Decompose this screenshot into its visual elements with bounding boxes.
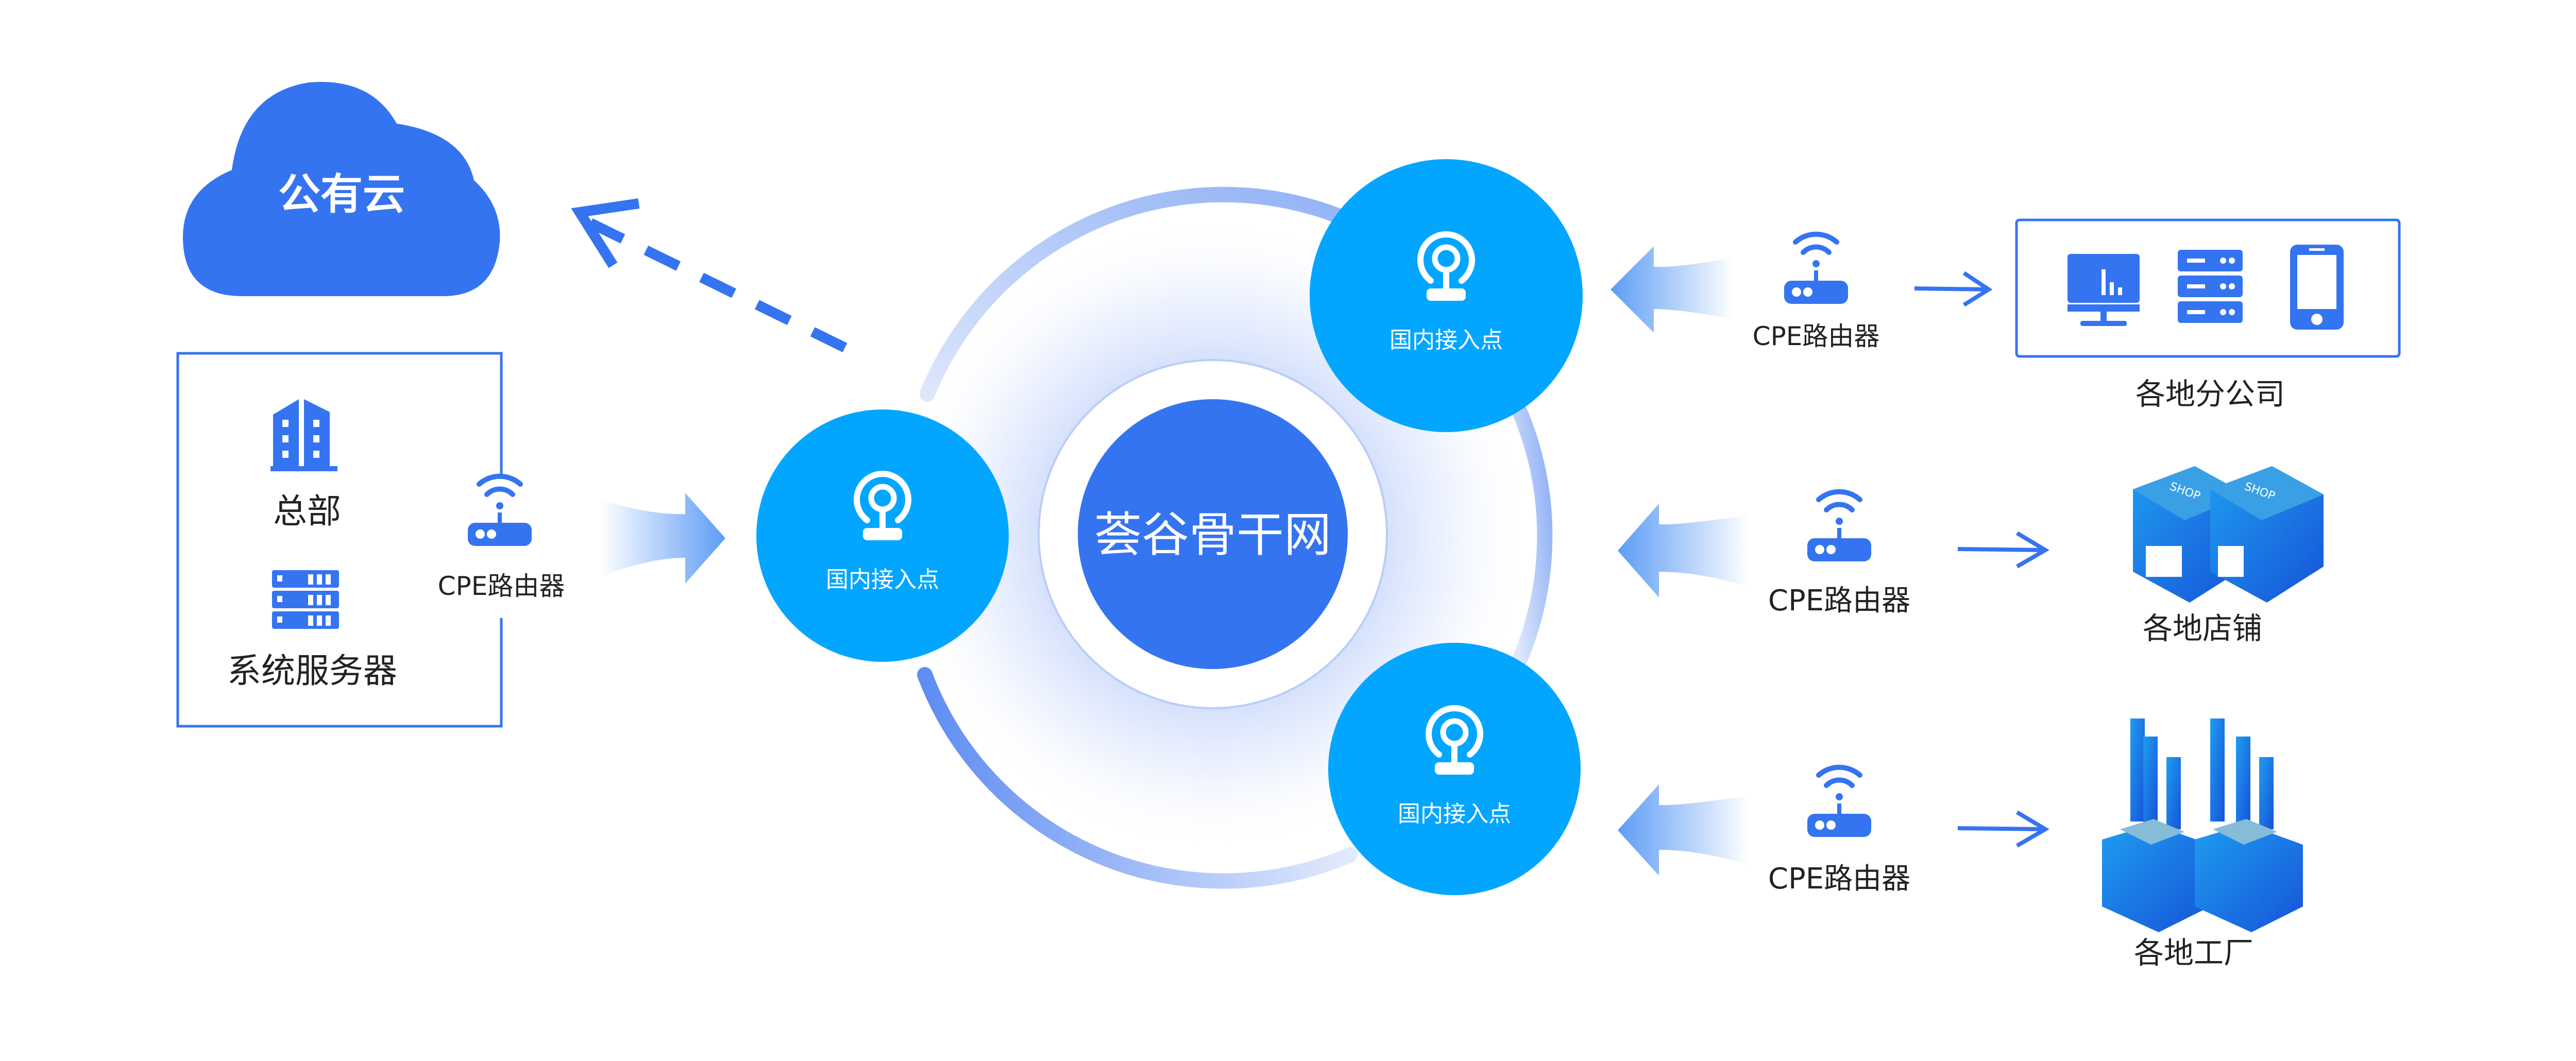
arrow-left-icon bbox=[1611, 246, 1734, 333]
router-icon bbox=[1807, 492, 1871, 561]
arrow-left-icon bbox=[1618, 504, 1749, 597]
arrow-left-icon bbox=[1618, 784, 1749, 876]
router-label: CPE路由器 bbox=[1768, 862, 1910, 896]
monitor-icon bbox=[2067, 254, 2140, 326]
router-icon bbox=[1807, 767, 1871, 837]
devices-box bbox=[2015, 218, 2401, 358]
dashed-arrow-to-cloud bbox=[571, 198, 848, 352]
factory-icon bbox=[2102, 718, 2303, 932]
hq-label: 总部 bbox=[273, 491, 341, 531]
server-icon bbox=[272, 570, 339, 629]
backbone-label: 荟谷骨干网 bbox=[1094, 507, 1331, 562]
access-point-top[interactable]: 国内接入点 bbox=[1310, 159, 1583, 432]
branch-label: 各地工厂 bbox=[2134, 935, 2253, 970]
shop-icon: SHOP SHOP bbox=[2133, 466, 2324, 603]
server-icon bbox=[2178, 250, 2243, 323]
server-label: 系统服务器 bbox=[227, 651, 397, 691]
access-point-label: 国内接入点 bbox=[1398, 801, 1511, 827]
router-label: CPE路由器 bbox=[1768, 584, 1910, 618]
building-icon bbox=[270, 399, 337, 471]
branch-label: 各地分公司 bbox=[2136, 377, 2285, 412]
arrow-icon bbox=[1957, 810, 2049, 848]
headquarters-box: 总部 系统服务器 bbox=[176, 352, 503, 728]
cloud-label: 公有云 bbox=[278, 170, 405, 219]
branch-row-shops: CPE路由器 SHOP SHOP 各地店铺 bbox=[1618, 466, 2324, 646]
branch-row-offices: CPE路由器 各地分公司 bbox=[1611, 218, 2401, 412]
access-point-left[interactable]: 国内接入点 bbox=[756, 409, 1009, 662]
hq-router-label: CPE路由器 bbox=[438, 571, 565, 601]
branch-row-factories: CPE路由器 各地工厂 bbox=[1618, 718, 2303, 970]
arrow-icon bbox=[1957, 531, 2049, 569]
router-icon bbox=[1784, 234, 1848, 304]
branch-label: 各地店铺 bbox=[2143, 611, 2262, 646]
phone-icon bbox=[2290, 245, 2344, 330]
router-icon bbox=[468, 476, 532, 546]
cloud-icon bbox=[183, 82, 500, 296]
public-cloud[interactable]: 公有云 bbox=[183, 82, 500, 296]
access-point-label: 国内接入点 bbox=[1389, 327, 1503, 353]
arrow-right-icon bbox=[600, 493, 725, 584]
arrow-icon bbox=[1914, 271, 1993, 307]
router-label: CPE路由器 bbox=[1753, 321, 1880, 351]
access-point-bottom[interactable]: 国内接入点 bbox=[1328, 643, 1581, 895]
access-point-label: 国内接入点 bbox=[826, 567, 939, 593]
